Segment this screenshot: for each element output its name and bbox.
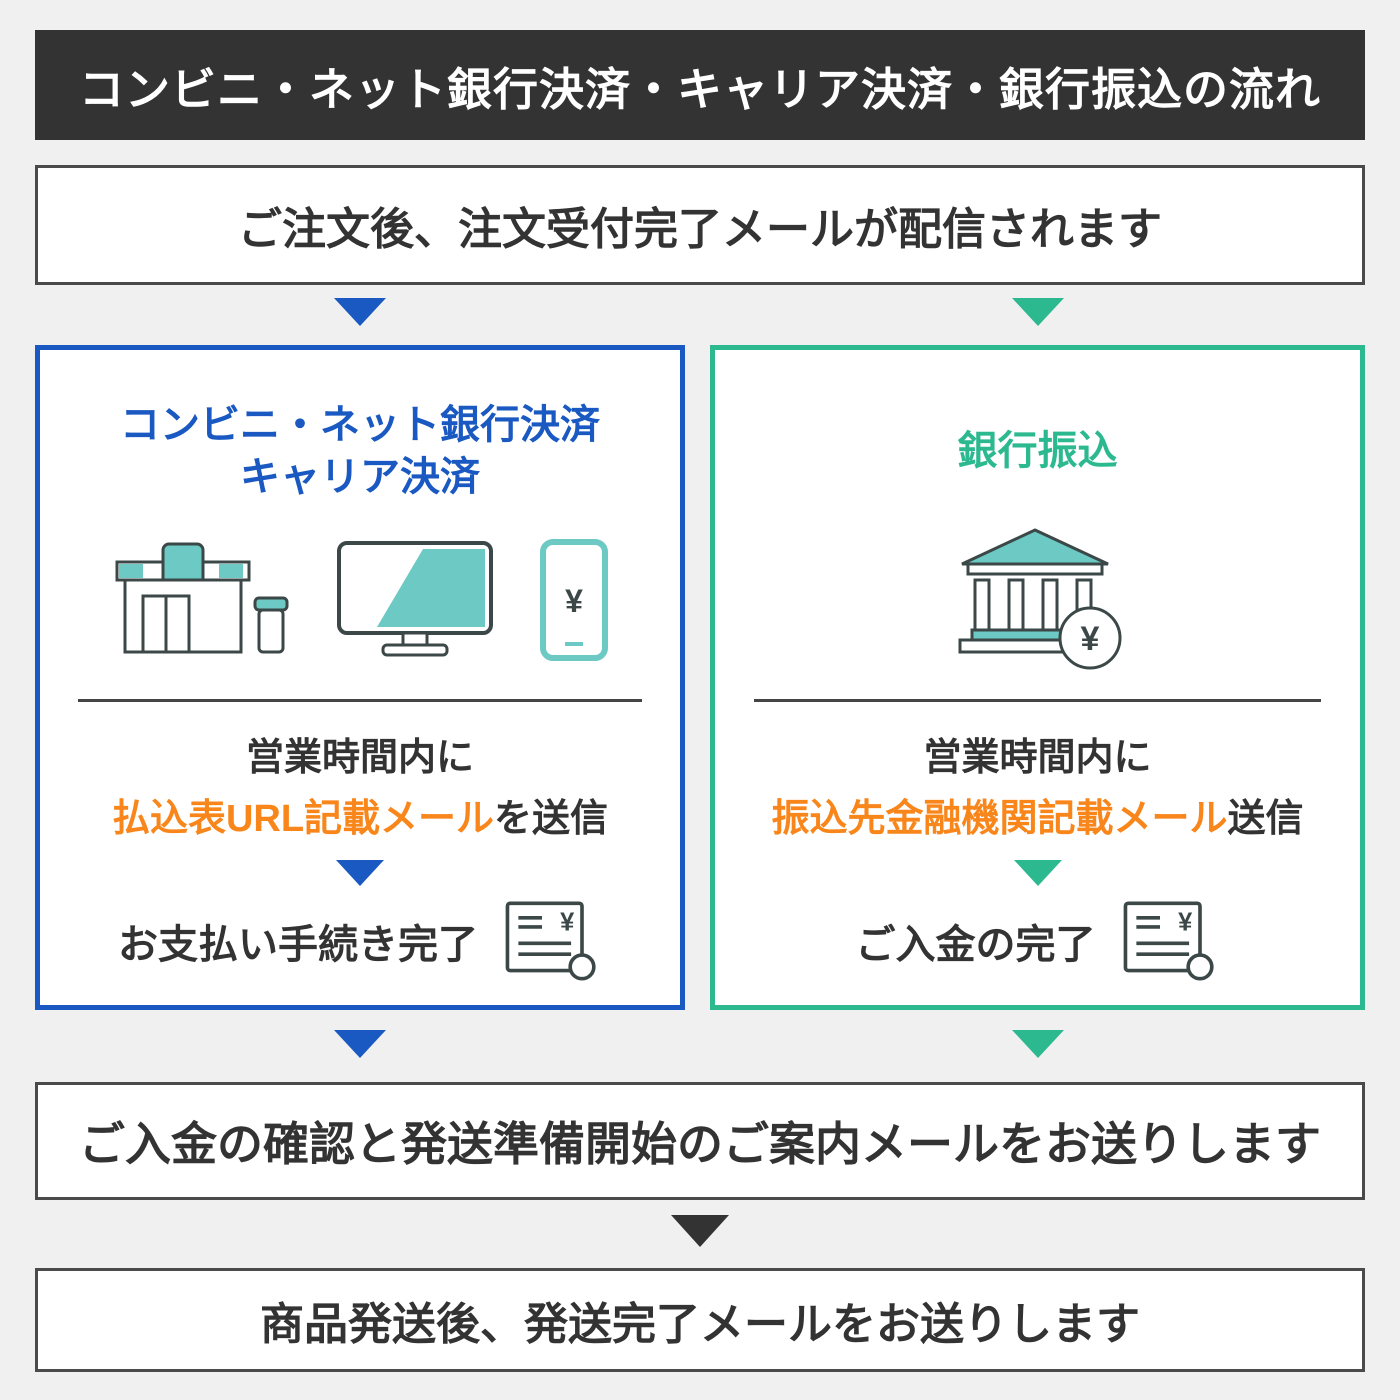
left-completion-text: お支払い手続き完了 bbox=[118, 923, 478, 967]
right-panel-divider bbox=[753, 699, 1322, 702]
step-payment-confirmed: ご入金の確認と発送準備開始のご案内メールをお送りします bbox=[35, 1082, 1365, 1200]
step-order-received: ご注文後、注文受付完了メールが配信されます bbox=[35, 165, 1365, 285]
right-completion-row: ご入金の完了 ¥ bbox=[856, 896, 1220, 986]
monitor-icon bbox=[337, 540, 493, 656]
arrow-down-blue-small-icon bbox=[336, 860, 384, 886]
arrow-down-green-small-icon bbox=[1013, 860, 1062, 886]
receipt-yen-symbol: ¥ bbox=[560, 909, 575, 937]
page-title: コンビニ・ネット銀行決済・キャリア決済・銀行振込の流れ bbox=[35, 30, 1365, 140]
left-notice-highlight: 払込表URL記載メール bbox=[111, 798, 495, 840]
right-notice-highlight: 振込先金融機関記載メール bbox=[771, 798, 1228, 840]
step-order-received-text: ご注文後、注文受付完了メールが配信されます bbox=[238, 205, 1162, 254]
right-notice-suffix: 送信 bbox=[1227, 798, 1304, 840]
left-panel-divider bbox=[78, 699, 642, 702]
store-icon bbox=[115, 542, 289, 653]
arrow-down-green-icon bbox=[1012, 298, 1064, 326]
convenience-icons-row: ¥ bbox=[111, 512, 609, 687]
left-notice-suffix: を送信 bbox=[494, 798, 609, 840]
step-shipped: 商品発送後、発送完了メールをお送りします bbox=[35, 1268, 1365, 1372]
yen-badge-icon bbox=[1058, 606, 1121, 669]
panel-convenience-title-line2: キャリア決済 bbox=[240, 455, 480, 499]
step-payment-confirmed-text: ご入金の確認と発送準備開始のご案内メールをお送りします bbox=[79, 1118, 1321, 1170]
step-shipped-text: 商品発送後、発送完了メールをお送りします bbox=[260, 1300, 1140, 1349]
arrow-down-blue-icon bbox=[334, 1030, 386, 1058]
left-completion-row: お支払い手続き完了 ¥ bbox=[118, 896, 602, 986]
panel-bank-title: 銀行振込 bbox=[958, 396, 1118, 506]
smartphone-icon: ¥ bbox=[540, 538, 608, 661]
arrow-down-blue-icon bbox=[334, 298, 386, 326]
smartphone-yen-symbol: ¥ bbox=[565, 583, 583, 619]
bank-yen-symbol: ¥ bbox=[1080, 620, 1099, 658]
panel-convenience-payment: コンビニ・ネット銀行決済 キャリア決済 bbox=[35, 345, 685, 1010]
receipt-icon: ¥ bbox=[505, 901, 596, 981]
arrow-down-green-icon bbox=[1012, 1030, 1064, 1058]
left-notice-line2: 払込表URL記載メールを送信 bbox=[112, 787, 608, 842]
left-notice-line1: 営業時間内に bbox=[245, 737, 474, 779]
right-notice-line2: 振込先金融機関記載メール送信 bbox=[771, 787, 1303, 842]
receipt-icon: ¥ bbox=[1123, 901, 1214, 981]
arrow-down-dark-icon bbox=[671, 1215, 729, 1247]
right-completion-text: ご入金の完了 bbox=[855, 923, 1096, 967]
panel-bank-transfer: 銀行振込 ¥ 営業時間内に 振込先金融機関記載メール送信 bbox=[710, 345, 1365, 1010]
bank-icon: ¥ bbox=[958, 527, 1121, 669]
panel-bank-title-text: 銀行振込 bbox=[957, 429, 1118, 473]
bank-icons-row: ¥ bbox=[950, 512, 1126, 687]
right-notice-line1: 営業時間内に bbox=[923, 737, 1152, 779]
receipt-yen-symbol: ¥ bbox=[1178, 909, 1193, 937]
panel-convenience-title-line1: コンビニ・ネット銀行決済 bbox=[120, 403, 600, 447]
page-title-text: コンビニ・ネット銀行決済・キャリア決済・銀行振込の流れ bbox=[78, 63, 1321, 115]
panel-convenience-title: コンビニ・ネット銀行決済 キャリア決済 bbox=[120, 396, 600, 506]
